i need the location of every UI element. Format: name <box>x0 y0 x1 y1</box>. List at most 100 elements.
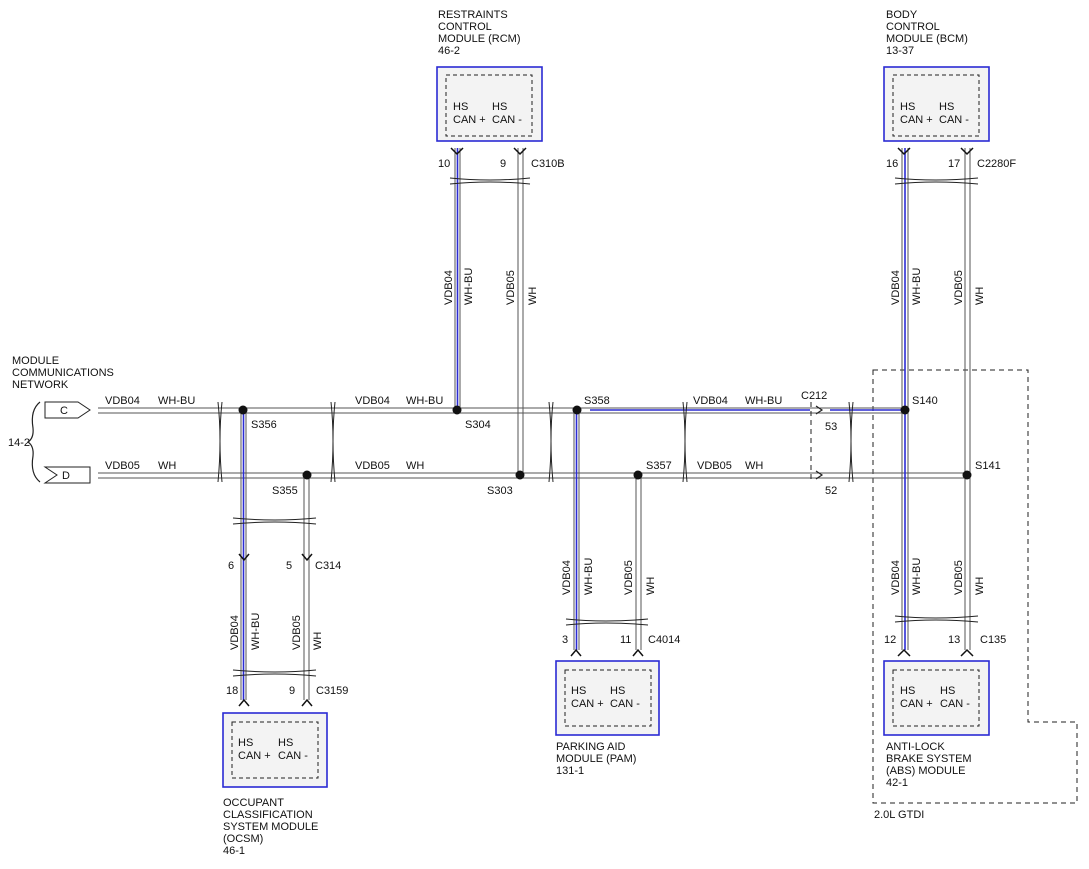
ocsm-title-2: CLASSIFICATION <box>223 809 313 821</box>
bcm-label-vdb05: VDB05 <box>953 270 965 305</box>
abs-title-1: ANTI-LOCK <box>886 741 945 753</box>
pam-label-whbu: WH-BU <box>583 558 595 595</box>
label-s356: S356 <box>251 419 277 431</box>
network-title-1: MODULE <box>12 355 59 367</box>
pam-module[interactable]: HS CAN + HS CAN - <box>555 660 660 736</box>
abs-hs-a: HS <box>900 685 915 697</box>
pam-hs-a: HS <box>571 685 586 697</box>
bus-label-whbu-a: WH-BU <box>158 395 195 407</box>
c314-connector: C314 <box>315 560 341 572</box>
bcm-title-1: BODY <box>886 9 918 21</box>
abs-label-whbu: WH-BU <box>911 558 923 595</box>
abs-canm: CAN - <box>940 698 970 710</box>
bus-vdb04 <box>98 407 905 414</box>
pam-wires <box>565 410 649 650</box>
splice-s140 <box>900 405 910 415</box>
label-s358: S358 <box>584 395 610 407</box>
splice-s141 <box>962 470 972 480</box>
splices <box>238 405 972 480</box>
label-s355: S355 <box>272 485 298 497</box>
bus-label-vdb04-b: VDB04 <box>355 395 390 407</box>
bcm-module[interactable]: HS CAN + HS CAN - <box>883 66 990 142</box>
abs-ref: 42-1 <box>886 777 908 789</box>
bcm-ref: 13-37 <box>886 45 914 57</box>
rcm-label-whbu: WH-BU <box>463 268 475 305</box>
pam-title-1: PARKING AID <box>556 741 626 753</box>
gtdi-region-outline <box>872 369 1078 804</box>
ocsm-label-vdb05: VDB05 <box>291 615 303 650</box>
rcm-wires <box>449 148 531 475</box>
ocsm-title-3: SYSTEM MODULE <box>223 821 318 833</box>
connector-c212[interactable]: C212 53 52 <box>801 390 837 497</box>
rcm-pin-b: 9 <box>500 158 506 170</box>
rcm-label-vdb05: VDB05 <box>505 270 517 305</box>
bus-vdb05 <box>98 472 968 479</box>
pam-pin-a: 3 <box>562 634 568 646</box>
bus-label-whbu-b: WH-BU <box>406 395 443 407</box>
pam-pin-b: 11 <box>620 634 631 646</box>
abs-label-vdb04: VDB04 <box>890 560 902 595</box>
network-brace <box>26 401 41 483</box>
rcm-canm: CAN - <box>492 114 522 126</box>
rcm-pin-a: 10 <box>438 158 450 170</box>
rcm-title-3: MODULE (RCM) <box>438 33 521 45</box>
svg-text:52: 52 <box>825 485 837 497</box>
network-ref: 14-2 <box>8 437 30 449</box>
pam-title-2: MODULE (PAM) <box>556 753 636 765</box>
bcm-connector: C2280F <box>977 158 1016 170</box>
splice-s303 <box>515 470 525 480</box>
rcm-label-wh: WH <box>527 287 539 305</box>
engine-note: 2.0L GTDI <box>874 809 924 821</box>
pam-hs-b: HS <box>610 685 625 697</box>
abs-title-3: (ABS) MODULE <box>886 765 965 777</box>
ocsm-title-1: OCCUPANT <box>223 797 284 809</box>
ocsm-hs-a: HS <box>238 737 253 749</box>
bus-label-wh-b: WH <box>406 460 424 472</box>
bcm-label-wh: WH <box>974 287 986 305</box>
c314-pin-a: 6 <box>228 560 234 572</box>
ocsm-pin-b: 9 <box>289 685 295 697</box>
network-title-3: NETWORK <box>12 379 69 391</box>
abs-connector: C135 <box>980 634 1006 646</box>
abs-label-vdb05: VDB05 <box>953 560 965 595</box>
ocsm-ref: 46-1 <box>223 845 245 857</box>
ocsm-canp: CAN + <box>238 750 271 762</box>
rcm-module[interactable]: HS CAN + HS CAN - <box>436 66 543 142</box>
ocsm-label-vdb04: VDB04 <box>229 615 241 650</box>
pam-label-vdb04: VDB04 <box>561 560 573 595</box>
ocsm-canm: CAN - <box>278 750 308 762</box>
bcm-wires <box>894 148 979 650</box>
connector-c[interactable]: C <box>44 401 91 419</box>
pam-canm: CAN - <box>610 698 640 710</box>
splice-s355 <box>302 470 312 480</box>
pam-label-vdb05: VDB05 <box>623 560 635 595</box>
label-s140: S140 <box>912 395 938 407</box>
rcm-ref: 46-2 <box>438 45 460 57</box>
network-title-2: COMMUNICATIONS <box>12 367 114 379</box>
svg-text:D: D <box>62 470 70 482</box>
rcm-connector: C310B <box>531 158 565 170</box>
bus-label-vdb04-c: VDB04 <box>693 395 728 407</box>
rcm-hs-a: HS <box>453 101 468 113</box>
ocsm-label-wh: WH <box>312 632 324 650</box>
ocsm-module[interactable]: HS CAN + HS CAN - <box>222 712 328 788</box>
pam-connector: C4014 <box>648 634 680 646</box>
ocsm-wires <box>232 410 317 700</box>
bus-label-vdb04-a: VDB04 <box>105 395 140 407</box>
ocsm-title-4: (OCSM) <box>223 833 263 845</box>
abs-label-wh: WH <box>974 577 986 595</box>
twist-markers <box>217 401 854 483</box>
label-s141: S141 <box>975 460 1001 472</box>
connector-d[interactable]: D <box>43 466 91 484</box>
bus-label-vdb05-b: VDB05 <box>355 460 390 472</box>
c314-pin-b: 5 <box>286 560 292 572</box>
label-s357: S357 <box>646 460 672 472</box>
ocsm-label-whbu: WH-BU <box>250 613 262 650</box>
abs-module[interactable]: HS CAN + HS CAN - <box>883 660 990 736</box>
bcm-canp: CAN + <box>900 114 933 126</box>
bcm-label-whbu: WH-BU <box>911 268 923 305</box>
rcm-title-2: CONTROL <box>438 21 492 33</box>
abs-pin-b: 13 <box>948 634 960 646</box>
label-s304: S304 <box>465 419 491 431</box>
